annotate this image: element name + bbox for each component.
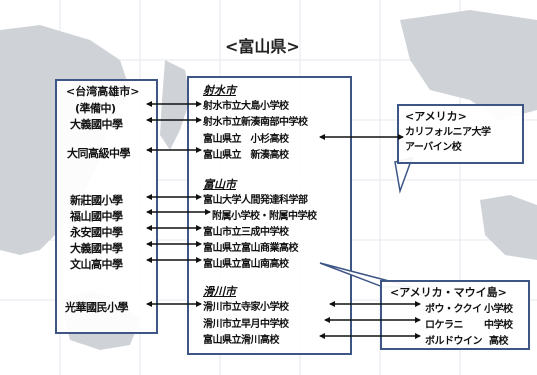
toyama-school: 富山県立富山南高校 (203, 259, 289, 270)
taiwan-school: 光華國民小學 (65, 301, 129, 314)
toyama-school: 富山大学人間発達科学部 (203, 195, 308, 206)
taiwan-school: 福山國中學 (70, 210, 123, 223)
toyama-school: 射水市立大島小学校 (203, 101, 289, 112)
america-school: カリフォルニア大学 (405, 127, 491, 138)
maui-header: <アメリカ・マウイ島> (390, 286, 507, 299)
taiwan-school: 文山高中學 (70, 258, 123, 271)
america-box (397, 104, 524, 164)
city-label: 富山市 (203, 178, 236, 191)
maui-school-level: 小学校 (484, 304, 513, 315)
toyama-school: 富山県立滑川高校 (203, 335, 280, 346)
toyama-school: 射水市立新湊南部中学校 (203, 117, 308, 128)
toyama-school: 滑川市立寺家小学校 (203, 302, 289, 313)
taiwan-school: 永安國中學 (70, 226, 123, 239)
toyama-school: 富山市立三成中学校 (203, 227, 289, 238)
toyama-school: 富山県立 小杉高校 (203, 134, 289, 145)
maui-school-level: 中学校 (484, 320, 513, 331)
maui-school-name: ロケラニ (425, 320, 464, 331)
taiwan-school: 大同高級中學 (67, 147, 131, 160)
maui-school-name: ポウ・ククイ (425, 304, 482, 315)
america-header: <アメリカ> (405, 110, 467, 123)
america-school: アーバイン校 (405, 142, 462, 153)
maui-school-name: ボルドウイン (425, 336, 483, 347)
taiwan-school: 新莊國小學 (70, 194, 123, 207)
city-label: 滑川市 (203, 285, 236, 298)
toyama-school: 滑川市立早月中学校 (203, 319, 289, 330)
taiwan-box (55, 79, 158, 334)
taiwan-school: 大義國中學 (70, 242, 123, 255)
taiwan-school: (準備中) (75, 102, 116, 115)
toyama-school: 富山県立富山商業高校 (203, 243, 299, 254)
diagram-title: <富山県> (225, 37, 300, 56)
maui-school-level: 高校 (489, 336, 509, 347)
taiwan-school: 大義國中學 (70, 118, 123, 131)
toyama-school: 富山県立 新湊高校 (203, 150, 289, 161)
taiwan-header: <台湾高雄市> (66, 85, 140, 98)
toyama-school: 附属小学校・附属中学校 (212, 211, 317, 222)
city-label: 射水市 (203, 84, 236, 97)
toyama-box (187, 76, 352, 355)
